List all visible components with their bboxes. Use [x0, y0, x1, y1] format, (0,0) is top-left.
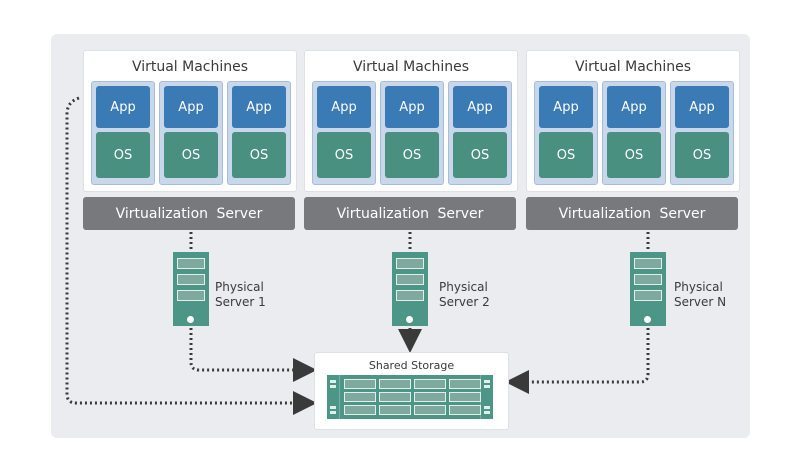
storage-array-icon: [327, 375, 493, 419]
drive-bay: [414, 379, 446, 389]
server-slot: [634, 258, 662, 269]
drive-bay: [344, 379, 376, 389]
server-slot: [177, 274, 205, 285]
power-led-icon: [644, 316, 651, 323]
virtual-machine: App OS: [534, 81, 598, 185]
vm-group-title: Virtual Machines: [574, 59, 692, 75]
server-slot: [396, 274, 424, 285]
os-layer: OS: [453, 132, 507, 178]
label-line: Physical: [439, 280, 488, 294]
virtual-machine: App OS: [159, 81, 223, 185]
server1-to-storage-line: [189, 328, 317, 382]
app-layer: App: [385, 86, 439, 128]
os-layer: OS: [96, 132, 150, 178]
shared-storage-title: Shared Storage: [368, 359, 455, 372]
virtualization-server-2: Virtualization Server: [304, 197, 516, 230]
label-line: Server N: [674, 295, 727, 309]
os-layer: OS: [607, 132, 661, 178]
os-layer: OS: [385, 132, 439, 178]
vm-group-title: Virtual Machines: [352, 59, 470, 75]
drive-bay: [449, 405, 481, 415]
os-layer: OS: [539, 132, 593, 178]
app-layer: App: [539, 86, 593, 128]
server-slot: [396, 290, 424, 301]
vm-group-title: Virtual Machines: [131, 59, 249, 75]
app-layer: App: [607, 86, 661, 128]
drive-bay: [379, 405, 411, 415]
app-layer: App: [317, 86, 371, 128]
power-led-icon: [406, 316, 413, 323]
vm-group-1: Virtual Machines App OS App OS App OS: [83, 50, 297, 192]
virtual-machine: App OS: [380, 81, 444, 185]
server-slot: [396, 258, 424, 269]
drive-bay: [414, 405, 446, 415]
vm-to-storage-line: [65, 96, 317, 415]
server-slot: [634, 290, 662, 301]
label-line: Server 2: [439, 295, 490, 309]
app-layer: App: [453, 86, 507, 128]
physical-server-1-label: Physical Server 1: [215, 280, 266, 310]
vm-group-n: Virtual Machines App OS App OS App OS: [526, 50, 740, 192]
app-layer: App: [232, 86, 286, 128]
drive-bay: [449, 379, 481, 389]
serverN-to-storage-line: [505, 328, 650, 394]
label-line: Physical: [215, 280, 264, 294]
virtualization-server-n: Virtualization Server: [526, 197, 738, 230]
label-line: Physical: [674, 280, 723, 294]
virtual-machine: App OS: [670, 81, 734, 185]
drive-bay: [379, 379, 411, 389]
os-layer: OS: [164, 132, 218, 178]
os-layer: OS: [317, 132, 371, 178]
virtual-machine: App OS: [227, 81, 291, 185]
virtualization-server-1: Virtualization Server: [83, 197, 295, 230]
server-slot: [634, 274, 662, 285]
physical-server-2-icon: [392, 252, 428, 326]
os-layer: OS: [232, 132, 286, 178]
rack-ear: [327, 375, 340, 419]
virtual-machine: App OS: [602, 81, 666, 185]
virtual-machine: App OS: [91, 81, 155, 185]
app-layer: App: [96, 86, 150, 128]
drive-bay: [344, 392, 376, 402]
physical-server-2-label: Physical Server 2: [439, 280, 490, 310]
shared-storage: Shared Storage: [314, 352, 509, 430]
virtual-machine: App OS: [312, 81, 376, 185]
server-slot: [177, 258, 205, 269]
app-layer: App: [675, 86, 729, 128]
os-layer: OS: [675, 132, 729, 178]
label-line: Server 1: [215, 295, 266, 309]
virtual-machine: App OS: [448, 81, 512, 185]
drive-bay: [379, 392, 411, 402]
physical-server-n-label: Physical Server N: [674, 280, 726, 310]
physical-server-1-icon: [173, 252, 209, 326]
drive-bay: [344, 405, 376, 415]
app-layer: App: [164, 86, 218, 128]
vm-group-2: Virtual Machines App OS App OS App OS: [304, 50, 518, 192]
physical-server-n-icon: [630, 252, 666, 326]
power-led-icon: [187, 316, 194, 323]
server-slot: [177, 290, 205, 301]
drive-bay: [414, 392, 446, 402]
drive-bay: [449, 392, 481, 402]
rack-ear: [480, 375, 493, 419]
